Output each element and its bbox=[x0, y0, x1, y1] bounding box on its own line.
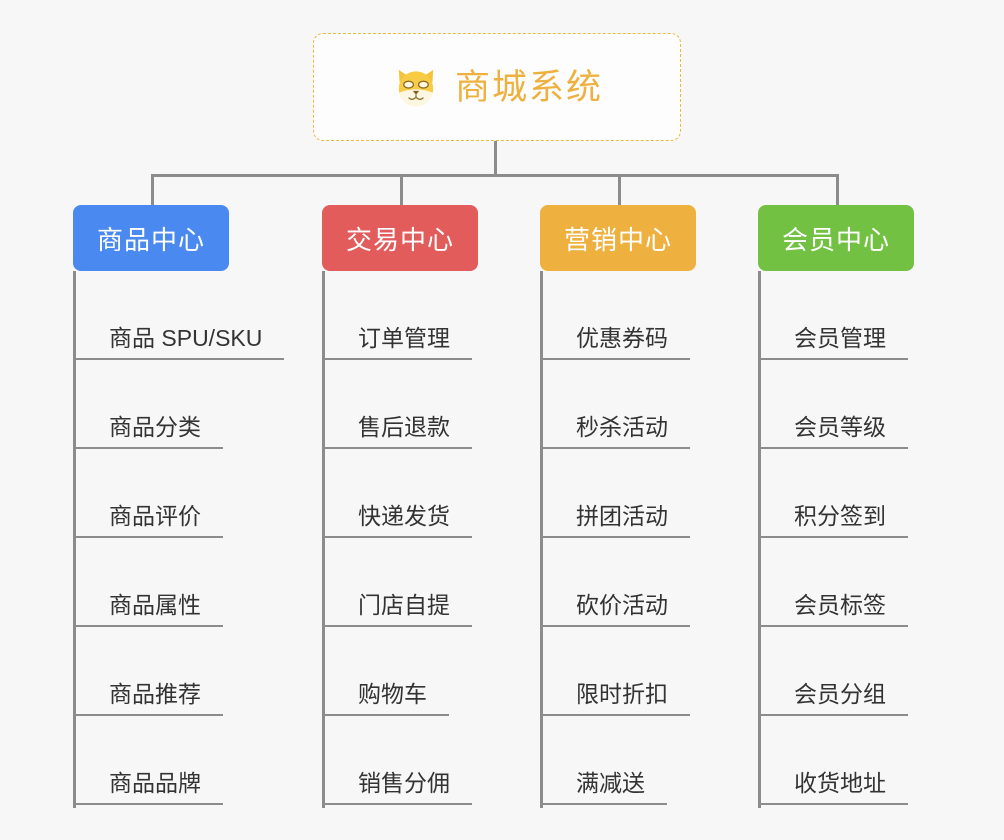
leaf-item[interactable]: 订单管理 bbox=[322, 271, 478, 360]
leaf-label: 销售分佣 bbox=[325, 770, 472, 805]
leaf-label: 商品推荐 bbox=[76, 681, 223, 716]
leaf-label: 商品品牌 bbox=[76, 770, 223, 805]
branch-column-1: 商品中心 商品 SPU/SKU 商品分类 商品评价 商品属性 商品推荐 商品品牌 bbox=[73, 205, 285, 808]
leaf-item[interactable]: 门店自提 bbox=[322, 538, 478, 627]
leaf-label: 快递发货 bbox=[325, 503, 472, 538]
branch-trunk-2 bbox=[322, 271, 325, 808]
leaf-label: 砍价活动 bbox=[543, 592, 690, 627]
leaf-item[interactable]: 快递发货 bbox=[322, 449, 478, 538]
root-title: 商城系统 bbox=[454, 67, 603, 107]
connector-horizontal-bus bbox=[151, 174, 839, 177]
branch-header-label: 商品中心 bbox=[96, 224, 205, 255]
branch-header-label: 交易中心 bbox=[345, 224, 454, 255]
branch-column-2: 交易中心 订单管理 售后退款 快递发货 门店自提 购物车 销售分佣 bbox=[322, 205, 478, 808]
leaf-item[interactable]: 商品评价 bbox=[73, 449, 229, 538]
leaf-label: 积分签到 bbox=[761, 503, 908, 538]
leaf-item[interactable]: 收货地址 bbox=[758, 716, 914, 805]
shiba-dog-face-icon bbox=[398, 69, 434, 106]
branch-column-3: 营销中心 优惠券码 秒杀活动 拼团活动 砍价活动 限时折扣 满减送 bbox=[540, 205, 696, 808]
leaf-item[interactable]: 商品 SPU/SKU bbox=[73, 271, 285, 360]
leaf-label: 商品属性 bbox=[76, 592, 223, 627]
leaf-item[interactable]: 秒杀活动 bbox=[540, 360, 696, 449]
leaf-label: 门店自提 bbox=[325, 592, 472, 627]
leaf-item[interactable]: 积分签到 bbox=[758, 449, 914, 538]
leaf-label: 商品分类 bbox=[76, 414, 223, 449]
leaf-label: 优惠券码 bbox=[543, 325, 690, 360]
leaf-label: 限时折扣 bbox=[543, 681, 690, 716]
leaf-label: 商品 SPU/SKU bbox=[76, 325, 285, 360]
leaf-label: 购物车 bbox=[325, 681, 449, 716]
branch-leaf-list-3: 优惠券码 秒杀活动 拼团活动 砍价活动 限时折扣 满减送 bbox=[540, 271, 696, 805]
branch-header-4[interactable]: 会员中心 bbox=[758, 205, 914, 271]
leaf-label: 会员等级 bbox=[761, 414, 908, 449]
leaf-label: 收货地址 bbox=[761, 770, 908, 805]
branch-header-label: 会员中心 bbox=[781, 224, 890, 255]
branch-trunk-1 bbox=[73, 271, 76, 808]
leaf-item[interactable]: 购物车 bbox=[322, 627, 478, 716]
leaf-item[interactable]: 商品品牌 bbox=[73, 716, 229, 805]
leaf-item[interactable]: 商品属性 bbox=[73, 538, 229, 627]
leaf-item[interactable]: 限时折扣 bbox=[540, 627, 696, 716]
leaf-label: 满减送 bbox=[543, 770, 667, 805]
leaf-item[interactable]: 满减送 bbox=[540, 716, 696, 805]
root-node[interactable]: 商城系统 bbox=[313, 33, 681, 141]
leaf-item[interactable]: 优惠券码 bbox=[540, 271, 696, 360]
connector-drop-1 bbox=[151, 174, 154, 205]
connector-drop-3 bbox=[618, 174, 621, 205]
leaf-label: 会员分组 bbox=[761, 681, 908, 716]
branch-leaf-list-2: 订单管理 售后退款 快递发货 门店自提 购物车 销售分佣 bbox=[322, 271, 478, 805]
leaf-label: 订单管理 bbox=[325, 325, 472, 360]
leaf-item[interactable]: 砍价活动 bbox=[540, 538, 696, 627]
branch-header-2[interactable]: 交易中心 bbox=[322, 205, 478, 271]
branch-trunk-3 bbox=[540, 271, 543, 808]
branch-header-label: 营销中心 bbox=[563, 224, 672, 255]
branch-trunk-4 bbox=[758, 271, 761, 808]
branch-leaf-list-1: 商品 SPU/SKU 商品分类 商品评价 商品属性 商品推荐 商品品牌 bbox=[73, 271, 285, 805]
leaf-label: 售后退款 bbox=[325, 414, 472, 449]
leaf-item[interactable]: 售后退款 bbox=[322, 360, 478, 449]
connector-drop-4 bbox=[836, 174, 839, 205]
leaf-item[interactable]: 商品分类 bbox=[73, 360, 229, 449]
leaf-item[interactable]: 会员分组 bbox=[758, 627, 914, 716]
leaf-item[interactable]: 销售分佣 bbox=[322, 716, 478, 805]
connector-drop-2 bbox=[400, 174, 403, 205]
branch-header-3[interactable]: 营销中心 bbox=[540, 205, 696, 271]
leaf-item[interactable]: 会员等级 bbox=[758, 360, 914, 449]
leaf-label: 会员标签 bbox=[761, 592, 908, 627]
leaf-item[interactable]: 商品推荐 bbox=[73, 627, 229, 716]
connector-root-stem bbox=[494, 141, 497, 176]
leaf-item[interactable]: 会员管理 bbox=[758, 271, 914, 360]
branch-column-4: 会员中心 会员管理 会员等级 积分签到 会员标签 会员分组 收货地址 bbox=[758, 205, 914, 808]
branch-header-1[interactable]: 商品中心 bbox=[73, 205, 229, 271]
branch-leaf-list-4: 会员管理 会员等级 积分签到 会员标签 会员分组 收货地址 bbox=[758, 271, 914, 805]
leaf-label: 会员管理 bbox=[761, 325, 908, 360]
leaf-label: 商品评价 bbox=[76, 503, 223, 538]
leaf-label: 拼团活动 bbox=[543, 503, 690, 538]
leaf-item[interactable]: 会员标签 bbox=[758, 538, 914, 627]
leaf-label: 秒杀活动 bbox=[543, 414, 690, 449]
leaf-item[interactable]: 拼团活动 bbox=[540, 449, 696, 538]
